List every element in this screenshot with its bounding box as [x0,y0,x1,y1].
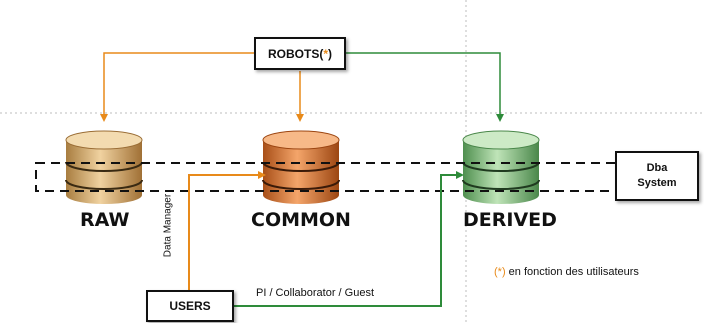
derived-label: DERIVED [463,209,557,231]
robots-box: ROBOTS(*) [254,37,346,70]
common-database-icon [262,130,340,204]
robots-label: ROBOTS [267,46,320,61]
dba-system-box: Dba System [615,151,699,201]
users-to-common-arrow [188,171,266,290]
derived-database-icon [462,130,540,204]
footnote: (*) en fonction des utilisateurs [494,266,639,278]
users-label: USERS [169,299,211,313]
data-manager-label: Data Manager [162,193,174,258]
dba-line2: System [637,177,677,189]
robots-star: * [323,46,328,61]
common-label: COMMON [251,209,351,231]
robots-paren-close: ) [328,46,332,61]
dba-line1: Dba [646,162,668,174]
raw-label: RAW [80,209,130,231]
footnote-star: (*) [494,266,506,278]
users-box: USERS [146,290,234,322]
pi-collaborator-guest-label: PI / Collaborator / Guest [256,287,374,299]
robots-paren-open: ( [319,46,324,61]
robots-to-derived-arrow [346,52,504,122]
raw-database-icon [65,130,143,204]
footnote-text: en fonction des utilisateurs [505,266,639,278]
users-to-derived-arrow [234,171,464,307]
robots-to-raw-arrow [100,52,256,122]
